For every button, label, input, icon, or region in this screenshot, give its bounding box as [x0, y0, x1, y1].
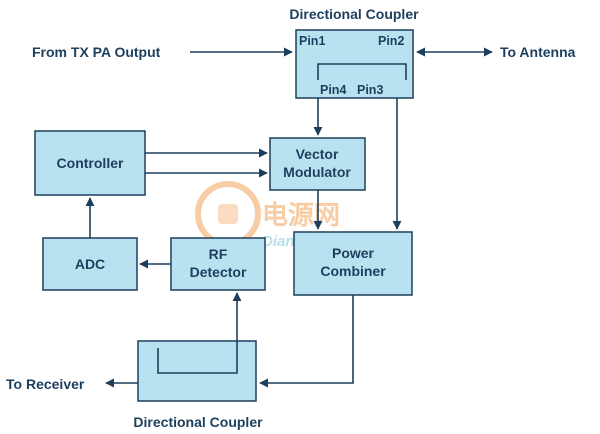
- receiver-port-label: To Receiver: [6, 376, 85, 392]
- vector-modulator-label-1: Vector: [296, 146, 339, 162]
- bottom-coupler-title: Directional Coupler: [133, 414, 263, 430]
- power-combiner-label-2: Combiner: [320, 263, 386, 279]
- antenna-port-label: To Antenna: [500, 44, 576, 60]
- pin1-label: Pin1: [299, 34, 325, 48]
- watermark-brand: 电源网: [262, 200, 340, 230]
- controller-block: [34, 130, 146, 196]
- top-coupler-coupled-line: [317, 63, 407, 80]
- bottom-coupler-block: [137, 340, 257, 402]
- rf-detector-label-1: RF: [209, 246, 228, 262]
- pin4-label: Pin4: [320, 83, 346, 97]
- adc-block: [42, 237, 138, 291]
- adc-label: ADC: [75, 256, 105, 272]
- input-port-label: From TX PA Output: [32, 44, 161, 60]
- controller-label: Controller: [57, 155, 124, 171]
- pin3-label: Pin3: [357, 83, 383, 97]
- rf-detector-label-2: Detector: [190, 264, 247, 280]
- pin2-label: Pin2: [378, 34, 404, 48]
- power-combiner-label-1: Power: [332, 245, 375, 261]
- bottom-coupler-coupled-line: [157, 348, 238, 374]
- vector-modulator-label-2: Modulator: [283, 164, 351, 180]
- top-coupler-title: Directional Coupler: [289, 6, 419, 22]
- rf-detector-block: [170, 237, 266, 291]
- power-combiner-block: [293, 231, 413, 296]
- arrow-power-combiner-to-coupler: [259, 295, 354, 388]
